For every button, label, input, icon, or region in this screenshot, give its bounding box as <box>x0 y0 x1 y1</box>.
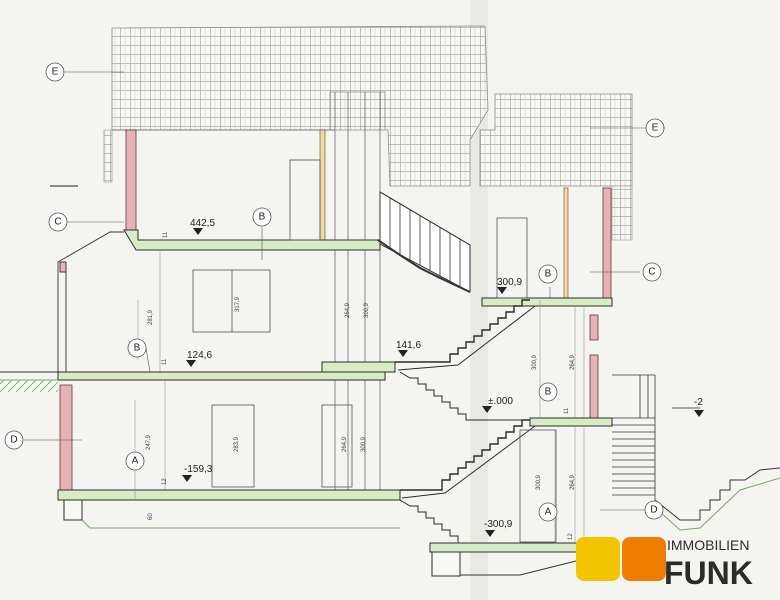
dim-text: 283,9 <box>234 436 240 452</box>
ground-hatch <box>0 380 58 392</box>
level-lower-left: -159,3 <box>184 464 213 475</box>
level-lowest: -300,9 <box>484 519 513 530</box>
bubble-A-left: A <box>125 451 145 471</box>
level-marker-300 <box>497 287 507 294</box>
stair-upper-railing <box>377 191 471 293</box>
dim-text: 247,9 <box>146 434 152 450</box>
level-upper-right: 300,9 <box>497 277 522 288</box>
bubble-E-right-label: E <box>652 123 659 134</box>
bubble-D-right: D <box>644 500 664 520</box>
bubble-D-right-label: D <box>650 505 657 516</box>
level-marker-top <box>193 228 203 235</box>
dim-text: 300,9 <box>536 474 542 490</box>
logo-orange-square <box>622 537 666 581</box>
bubble-A-right-label: A <box>545 507 552 518</box>
dim-text: 11 <box>163 231 169 238</box>
dimension-texts: 281,9 317,9 264,9 300,9 247,9 283,9 264,… <box>146 231 576 540</box>
dim-text: 264,9 <box>570 354 576 370</box>
level-top: 442,5 <box>190 218 215 229</box>
level-marker-124 <box>186 360 196 367</box>
bubble-D-left: D <box>4 430 24 450</box>
dim-text: 300,9 <box>364 302 370 318</box>
terrain-right <box>654 467 780 531</box>
level-ground-mid: 141,6 <box>396 340 421 351</box>
dim-text: 317,9 <box>235 296 241 312</box>
level-marker-141 <box>398 350 408 357</box>
dim-text: 264,9 <box>345 302 351 318</box>
roof-left <box>103 25 489 187</box>
logo-yellow-square <box>576 537 620 581</box>
bubble-B-top-label: B <box>259 212 266 223</box>
bubble-C-left-label: C <box>54 217 61 228</box>
level-labels: 442,5 300,9 124,6 141,6 ±.000 -159,3 -30… <box>184 218 703 530</box>
bubble-E-left-label: E <box>52 67 59 78</box>
level-ground-left: 124,6 <box>187 350 212 361</box>
floor-slabs <box>57 229 613 553</box>
bubble-B-left: B <box>127 338 147 358</box>
bubble-C-left: C <box>48 212 68 232</box>
openings <box>192 159 557 543</box>
exterior-stair <box>612 374 656 500</box>
bubble-A-right: A <box>538 502 558 522</box>
dim-text: 281,9 <box>148 309 154 325</box>
logo-line2: FUNK <box>664 555 753 591</box>
level-terrain: -2 <box>694 397 703 408</box>
central-shaft <box>334 92 381 490</box>
stair-flights <box>395 299 536 544</box>
bubble-B-top: B <box>252 207 272 227</box>
level-markers <box>182 228 704 537</box>
level-marker-300-low <box>485 530 495 537</box>
level-marker-zero <box>482 406 492 413</box>
dim-text: 264,9 <box>570 474 576 490</box>
bubble-C-right-label: C <box>648 267 655 278</box>
bubble-B-left-label: B <box>134 343 141 354</box>
bubble-E-left: E <box>45 62 65 82</box>
bubble-A-left-label: A <box>132 456 139 467</box>
dim-text: 11 <box>564 407 570 414</box>
logo-line1: IMMOBILIEN <box>667 537 749 553</box>
bubble-B-upper-right-label: B <box>545 269 552 280</box>
dim-text: 12 <box>162 478 168 485</box>
dim-text: 264,9 <box>342 436 348 452</box>
dim-text: 12 <box>568 533 574 540</box>
dim-text: 300,9 <box>532 354 538 370</box>
dim-text: 11 <box>162 358 168 365</box>
roof-right <box>479 93 633 241</box>
bubble-C-right: C <box>642 262 662 282</box>
dim-text: 60 <box>148 513 154 520</box>
bubble-B-upper-right: B <box>538 264 558 284</box>
leader-lines <box>24 71 665 511</box>
level-marker-terrain <box>694 410 704 417</box>
bubble-B-mid-right-label: B <box>545 387 552 398</box>
left-canopy <box>57 231 124 372</box>
dimension-lines <box>50 185 700 543</box>
bubble-E-right: E <box>645 118 665 138</box>
grid-bubbles: E E C C B B B B A A D D <box>4 62 665 522</box>
foundations <box>63 499 461 577</box>
level-zero: ±.000 <box>488 396 513 407</box>
level-marker-159 <box>182 475 192 482</box>
bubble-D-left-label: D <box>10 435 17 446</box>
dim-text: 300,9 <box>361 436 367 452</box>
bubble-B-mid-right: B <box>538 382 558 402</box>
brand-logo: IMMOBILIEN FUNK <box>576 537 753 591</box>
